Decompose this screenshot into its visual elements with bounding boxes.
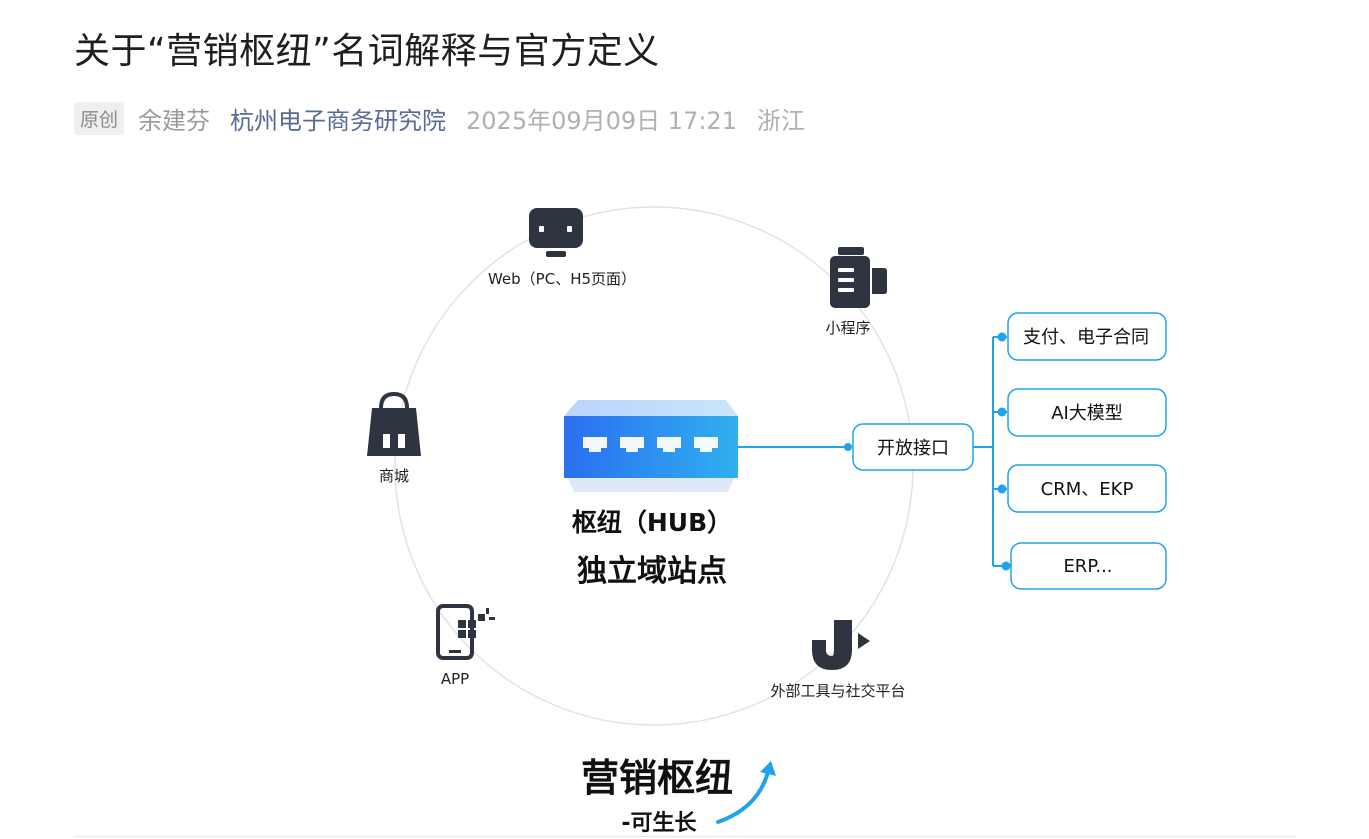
channel-label-external: 外部工具与社交平台 (770, 682, 905, 700)
publish-location: 浙江 (756, 106, 805, 135)
channel-label-miniprogram: 小程序 (825, 319, 870, 337)
article-title: 关于“营销枢纽”名词解释与官方定义 (74, 31, 660, 72)
channel-label-mall: 商城 (379, 467, 409, 485)
hub-subtitle: 独立域站点 (577, 554, 727, 589)
integration-label: AI大模型 (1051, 403, 1123, 424)
hub-connector-dot (844, 443, 852, 451)
integration-label: 支付、电子合同 (1023, 327, 1149, 348)
shopping-bag-icon (367, 391, 421, 456)
integration-label: ERP... (1063, 556, 1112, 577)
article-meta: 原创 余建芬 杭州电子商务研究院 2025年09月09日 17:21 浙江 (74, 100, 805, 136)
content-divider (74, 836, 1296, 837)
publish-datetime: 2025年09月09日 17:21 (466, 106, 737, 135)
external-tools-icon (812, 620, 870, 670)
caption-subtitle: -可生长 (621, 811, 697, 836)
hub-switch-icon (564, 400, 738, 492)
author-name: 余建芬 (138, 106, 211, 135)
integration-dots (997, 332, 1011, 571)
mini-program-icon (830, 247, 887, 308)
hub-title: 枢纽（HUB） (572, 508, 732, 537)
integration-tree (973, 336, 1011, 567)
integration-label: CRM、EKP (1041, 479, 1134, 500)
channel-label-app: APP (441, 670, 469, 688)
phone-app-icon (436, 604, 495, 660)
account-link[interactable]: 杭州电子商务研究院 (230, 106, 447, 135)
caption-title: 营销枢纽 (581, 756, 733, 800)
integration-box (1010, 542, 1167, 590)
integration-box (1007, 312, 1167, 361)
integration-box (1007, 464, 1167, 513)
integration-box (1007, 388, 1167, 437)
monitor-icon (529, 208, 583, 257)
open-api-label: 开放接口 (877, 438, 949, 459)
growth-arrow-icon (716, 761, 776, 824)
original-badge: 原创 (74, 101, 125, 135)
channel-label-web: Web（PC、H5页面） (488, 270, 636, 288)
